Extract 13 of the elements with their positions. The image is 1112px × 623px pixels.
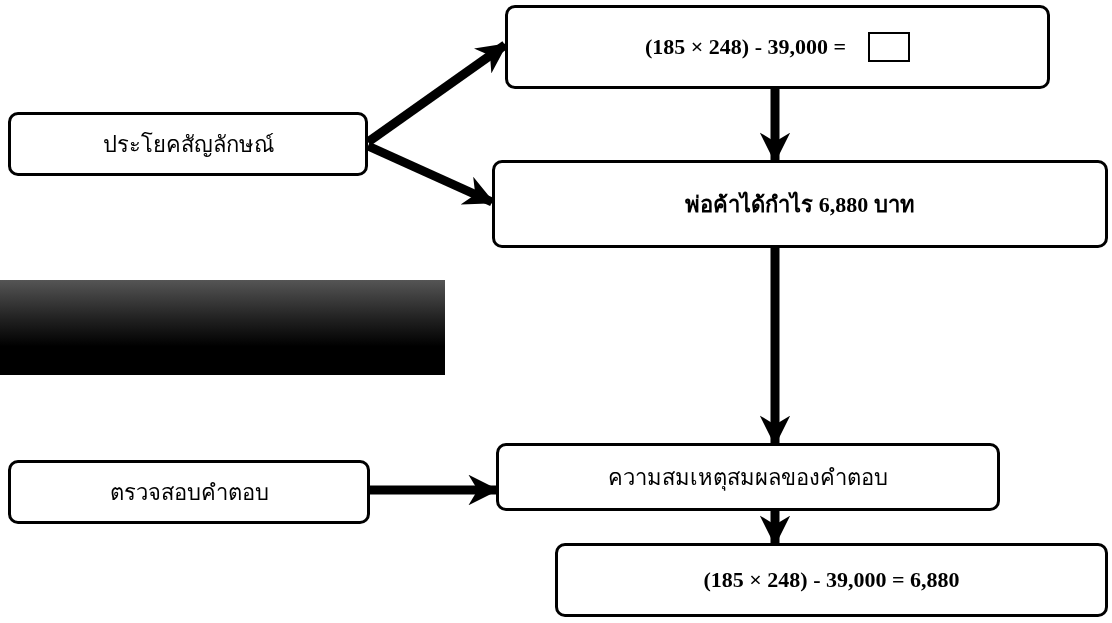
box-label: (185 × 248) - 39,000 = 6,880 [703,567,960,593]
box-label: ประโยคสัญลักษณ์ [102,130,274,159]
banner-bar [0,280,445,375]
box-label: พ่อค้าได้กำไร 6,880 บาท [685,190,915,219]
process-box [8,112,368,176]
box-label: ตรวจสอบคำตอบ [109,478,269,507]
process-box [555,543,1108,617]
process-box [492,160,1108,248]
process-box [8,460,370,524]
box-label: (185 × 248) - 39,000 = [644,34,847,60]
process-box [496,443,1000,511]
process-box [505,5,1050,89]
box-label: ความสมเหตุสมผลของคำตอบ [608,463,888,493]
